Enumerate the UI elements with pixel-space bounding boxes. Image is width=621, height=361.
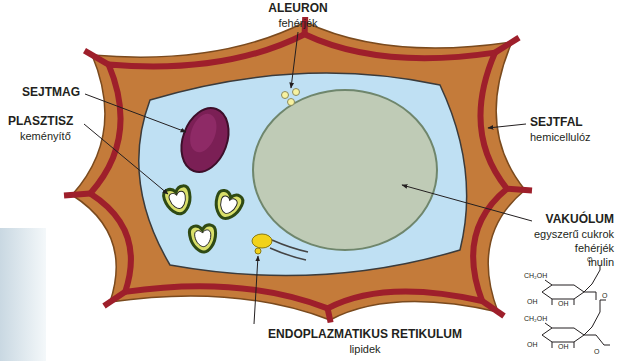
lamella-spokes — [64, 17, 532, 323]
part-name: SEJTMAG — [22, 86, 80, 100]
content-label: keményítő — [20, 130, 71, 143]
part-name: ALEURON — [268, 2, 327, 16]
part-name: ENDOPLAZMATIKUS RETIKULUM — [268, 328, 462, 342]
background-strip — [0, 228, 46, 361]
content-label: egyszerű cukrok — [534, 228, 614, 241]
formula-label: O — [602, 292, 607, 300]
cytoplasm — [139, 73, 467, 276]
part-name: PLASZTISZ — [8, 115, 73, 129]
part-name: VAKUÓLUM — [546, 213, 614, 227]
content-label: lipidek — [349, 343, 380, 356]
content-label: hemicellulóz — [530, 131, 591, 144]
middle-lamella — [90, 34, 507, 308]
formula-label: OH — [558, 300, 569, 308]
aleurone-grains — [282, 89, 300, 106]
nucleus — [173, 101, 237, 178]
formula-label: CH₂OH — [524, 272, 547, 280]
content-label: fehérjék — [575, 242, 614, 255]
leader-lines — [84, 32, 532, 324]
formula-label: OH — [527, 298, 538, 306]
inulin-structure — [542, 265, 610, 348]
plastids — [162, 185, 244, 254]
vacuole — [253, 90, 437, 250]
cell-wall — [72, 22, 525, 320]
content-label: fehérjék — [278, 17, 317, 30]
formula-label: O — [587, 256, 592, 264]
formula-label: OH — [527, 341, 538, 349]
formula-label: CH₂OH — [524, 315, 547, 323]
part-name: SEJTFAL — [530, 116, 583, 130]
endoplasmic-reticulum — [252, 234, 308, 260]
formula-label: O — [594, 348, 599, 356]
formula-label: OH — [558, 343, 569, 351]
